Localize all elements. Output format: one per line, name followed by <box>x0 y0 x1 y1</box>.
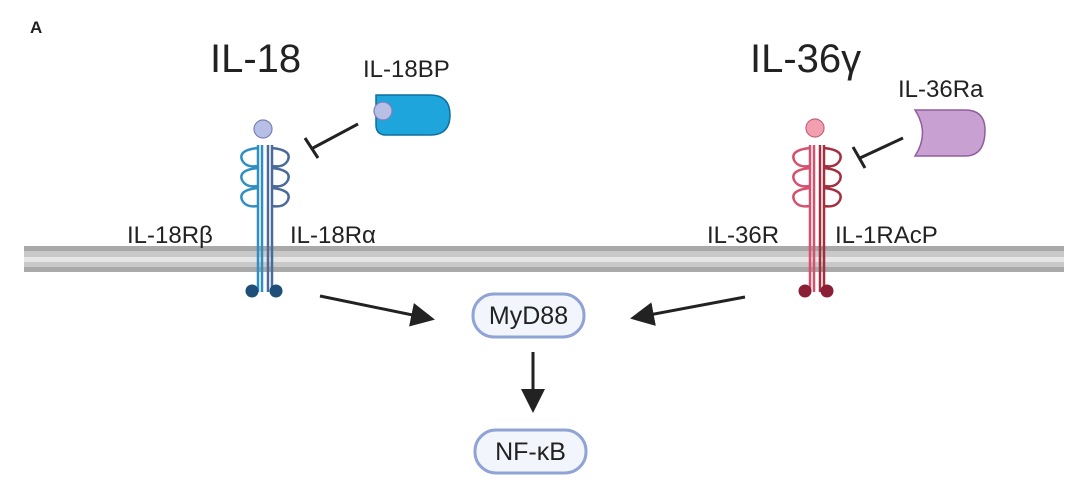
il18-ligand-label: IL-18 <box>210 37 301 81</box>
il18bp-inhibition-line <box>303 122 359 159</box>
myd88-label: MyD88 <box>489 302 568 330</box>
il18r-beta-chain <box>240 145 264 298</box>
cell-membrane <box>24 246 1064 272</box>
panel-label: A <box>30 18 42 37</box>
il36ra-protein <box>913 109 986 157</box>
il1racp-chain <box>818 145 842 298</box>
arrow-il18-to-myd88 <box>319 294 435 327</box>
il18r-alpha-label: IL-18Rα <box>290 222 376 249</box>
il18bp-label: IL-18BP <box>363 56 450 83</box>
arrow-il36-to-myd88 <box>630 295 746 326</box>
il36-ligand <box>805 118 825 138</box>
il18-ligand <box>253 119 273 139</box>
il18bp-protein <box>373 94 451 136</box>
il36r-chain <box>792 145 816 298</box>
il36r-label: IL-36R <box>707 222 779 249</box>
il18r-alpha-chain <box>266 145 290 298</box>
il36-ligand-label: IL-36γ <box>750 37 861 81</box>
nfkb-label: NF-κB <box>495 438 566 466</box>
myd88-node: MyD88 <box>471 292 586 339</box>
nfkb-node: NF-κB <box>473 428 588 475</box>
il18r-beta-label: IL-18Rβ <box>127 222 213 249</box>
il1racp-label: IL-1RAcP <box>835 222 938 249</box>
il36ra-inhibition-line <box>851 136 904 169</box>
il36ra-label: IL-36Ra <box>898 76 984 103</box>
